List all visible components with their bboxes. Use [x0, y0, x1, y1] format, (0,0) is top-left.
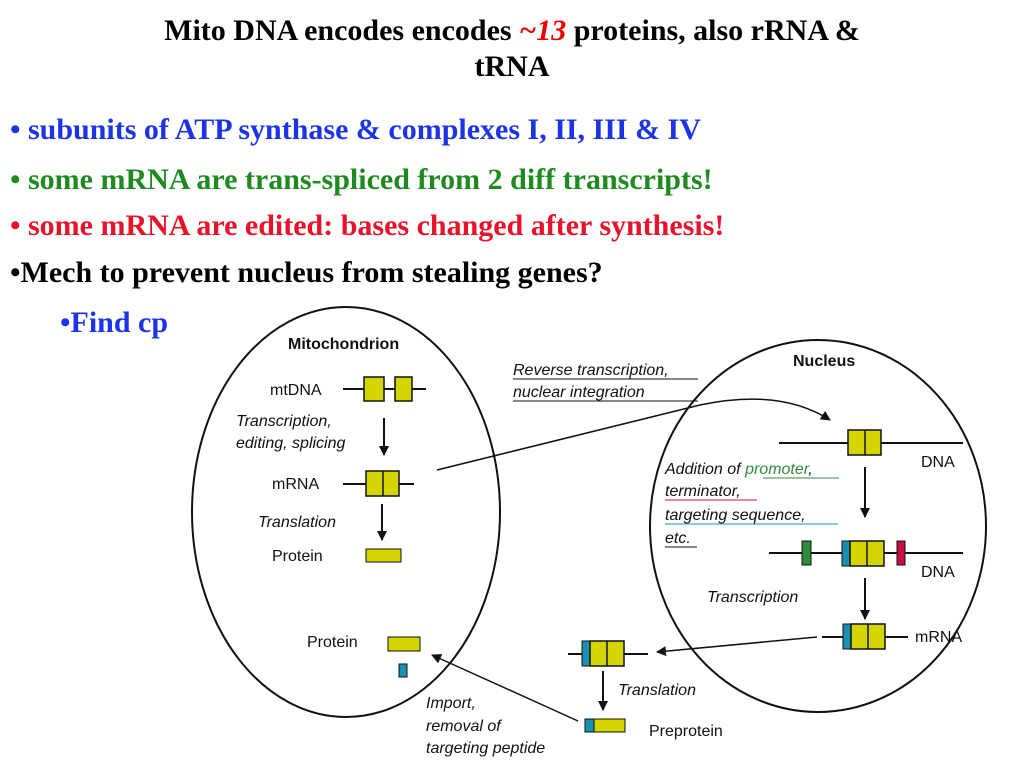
- terminator-box: [896, 540, 906, 566]
- targeting-seq-box-dna: [841, 540, 851, 567]
- nucleus-outline: [649, 339, 987, 713]
- title-part-1: Mito DNA encodes encodes: [164, 14, 512, 47]
- removed-targeting-peptide: [398, 663, 408, 678]
- bullet-subunits: • subunits of ATP synthase & complexes I…: [10, 113, 701, 146]
- nucleus-transcription-label: Transcription: [707, 589, 798, 606]
- bullet-mechanism: •Mech to prevent nucleus from stealing g…: [10, 256, 603, 289]
- mito-mrna-label: mRNA: [272, 476, 319, 493]
- mito-protein-label: Protein: [272, 548, 323, 565]
- addition-label: Addition of promoter,: [664, 461, 813, 478]
- title-part-2: proteins, also rRNA &: [573, 14, 860, 47]
- mtdna-gene-1: [363, 376, 385, 402]
- mito-transcription-label-1: Transcription,: [236, 413, 332, 430]
- reverse-transcription-arrow: [436, 398, 831, 471]
- etc-label: etc.: [665, 530, 691, 547]
- nuclear-mrna-label: mRNA: [915, 629, 962, 646]
- mito-translation-label: Translation: [258, 514, 336, 531]
- imported-protein-bar: [387, 636, 421, 652]
- import-label-2: removal of: [426, 718, 502, 735]
- terminator-label: terminator,: [665, 483, 741, 500]
- targeting-seq-box-mrna: [842, 623, 852, 650]
- preprotein-targeting-peptide: [584, 718, 595, 733]
- title-line-2: tRNA: [474, 50, 550, 83]
- bullet-trans-spliced: • some mRNA are trans-spliced from 2 dif…: [10, 163, 713, 196]
- mitochondrion-outline: [191, 306, 501, 718]
- preprotein-bar: [593, 718, 626, 733]
- slide-text: Mito DNA encodes encodes ~13 proteins, a…: [0, 0, 1024, 339]
- nuclear-dna-label-1: DNA: [921, 454, 955, 471]
- preprotein-label: Preprotein: [649, 723, 723, 740]
- export-arrow: [656, 636, 818, 657]
- targeting-sequence-label: targeting sequence,: [665, 507, 806, 524]
- mito-protein-bar: [365, 548, 402, 563]
- reverse-transcription-label-1: Reverse transcription,: [513, 362, 669, 379]
- slide-title: Mito DNA encodes encodes ~13 proteins, a…: [0, 13, 1024, 85]
- promoter-label: promoter: [744, 461, 810, 478]
- reverse-transcription-label-2: nuclear integration: [513, 384, 645, 401]
- mito-transcription-label-2: editing, splicing: [236, 435, 346, 452]
- import-label-3: targeting peptide: [426, 740, 545, 757]
- bullet-find-cp: •Find cp: [60, 306, 169, 339]
- cyto-targeting-seq-box: [581, 640, 591, 667]
- cyto-translation-label: Translation: [618, 682, 696, 699]
- mtdna-gene-2: [394, 376, 413, 402]
- bullet-edited: • some mRNA are edited: bases changed af…: [10, 209, 725, 242]
- promoter-box: [801, 540, 812, 566]
- imported-protein-label: Protein: [307, 634, 358, 651]
- mitochondrion-title: Mitochondrion: [288, 336, 399, 353]
- nucleus-title: Nucleus: [793, 353, 855, 370]
- mtdna-label: mtDNA: [270, 382, 322, 399]
- import-label-1: Import,: [426, 695, 476, 712]
- import-arrow: [431, 654, 579, 722]
- nuclear-dna-label-2: DNA: [921, 564, 955, 581]
- title-emphasis: ~13: [519, 14, 567, 47]
